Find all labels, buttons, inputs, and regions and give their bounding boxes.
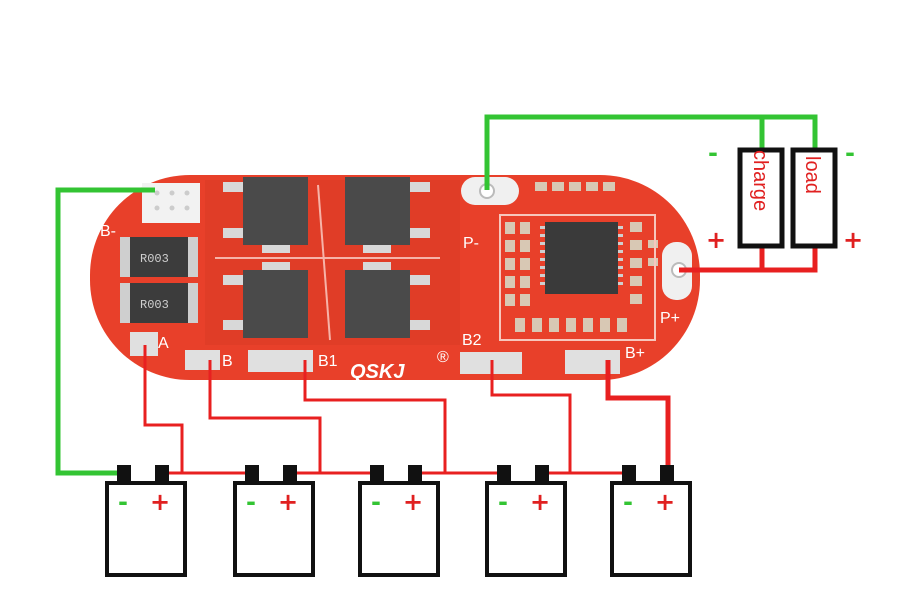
protection-ic [540,222,623,294]
label-b: B [222,353,233,370]
cell-5-minus: - [623,488,633,516]
cell-3-minus: - [371,488,381,516]
label-p-minus: P- [463,235,479,252]
label-b1: B1 [318,353,338,370]
battery-cell-5: - + [610,465,692,577]
charge-load-section: - - + + charge load [706,139,863,254]
shunt-resistor-2 [120,283,198,323]
load-plus-sign: + [843,226,863,254]
label-b-plus: B+ [625,345,645,362]
b-plus-pad [565,350,620,374]
wire-b2 [490,360,572,473]
load-minus-sign: - [845,139,855,167]
mosfet-1 [223,177,308,253]
b-pad [185,350,220,370]
shunt-resistor-1-value: R003 [140,252,169,266]
cell-5-plus: + [655,488,675,516]
battery-cells: - + - + - + - + - + [105,465,692,577]
registered-mark: ® [437,349,449,366]
battery-cell-1: - + [105,465,187,577]
label-a: A [158,335,169,352]
shunt-resistor-1 [120,237,198,277]
battery-cell-3: - + [358,465,440,577]
smd-components [505,182,658,332]
label-b2: B2 [462,332,482,349]
battery-cell-4: - + [485,465,567,577]
wiring [55,114,818,476]
label-b-minus: B- [100,223,116,240]
mosfet-4 [345,262,430,338]
bms-board: B- R003 R003 [90,175,700,383]
b1-pad [248,350,313,372]
cell-4-plus: + [530,488,550,516]
cell-1-minus: - [118,488,128,516]
wire-a [143,345,184,473]
charge-minus-sign: - [708,139,718,167]
load-box [790,147,838,249]
battery-cell-2: - + [233,465,315,577]
mosfet-2 [345,177,430,253]
wire-b [208,360,322,473]
load-label: load [801,156,823,194]
wire-b-minus [55,187,155,476]
cell-3-plus: + [403,488,423,516]
label-p-plus: P+ [660,310,680,327]
cell-1-plus: + [150,488,170,516]
brand-logo: QSKJ [350,361,405,383]
wire-b-plus [605,360,671,473]
cell-2-plus: + [278,488,298,516]
wire-b1 [303,360,447,473]
cell-2-minus: - [246,488,256,516]
wire-p-minus [484,114,818,190]
charger-label: charge [749,150,771,211]
charger-box [737,147,785,249]
shunt-resistor-2-value: R003 [140,298,169,312]
ic-outline [499,214,656,341]
cell-4-minus: - [498,488,508,516]
charge-plus-sign: + [706,226,726,254]
mosfet-3 [223,262,308,338]
wire-p-plus [679,246,818,273]
